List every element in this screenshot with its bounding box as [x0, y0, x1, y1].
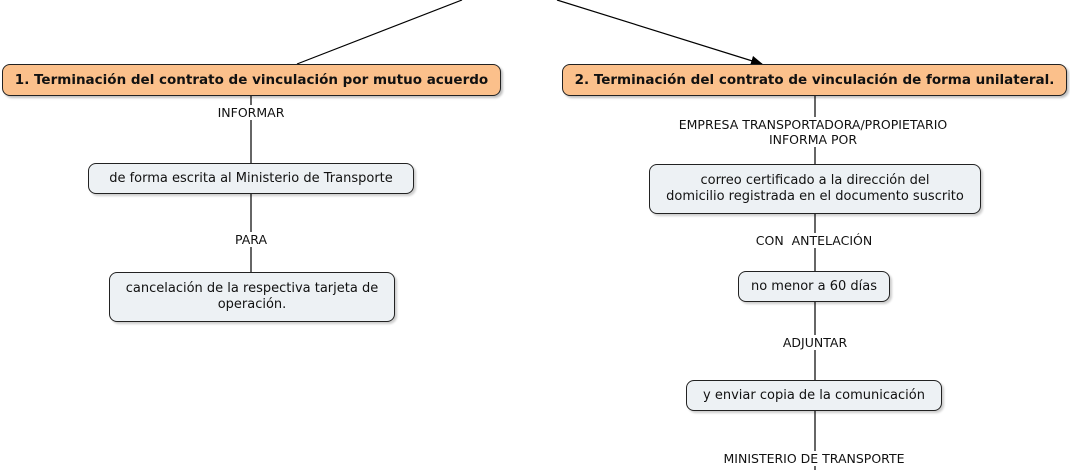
- left-link-informar: INFORMAR: [215, 105, 287, 120]
- right-node-60-days[interactable]: no menor a 60 días: [738, 271, 890, 302]
- left-branch-title[interactable]: 1. Terminación del contrato de vinculaci…: [2, 64, 501, 96]
- left-node-cancellation[interactable]: cancelación de la respectiva tarjeta de …: [109, 272, 395, 322]
- right-node-send-copy[interactable]: y enviar copia de la comunicación: [686, 380, 942, 411]
- left-link-para: PARA: [232, 232, 270, 247]
- right-link-ministerio: MINISTERIO DE TRANSPORTE: [721, 451, 907, 466]
- right-link-antelacion: CON ANTELACIÓN: [753, 233, 875, 248]
- line-root-to-left: [296, 0, 463, 65]
- left-node-written[interactable]: de forma escrita al Ministerio de Transp…: [88, 163, 414, 194]
- line-root-to-right: [556, 0, 763, 66]
- right-node-certified-mail[interactable]: correo certificado a la dirección del do…: [649, 164, 981, 214]
- right-link-adjuntar: ADJUNTAR: [780, 335, 850, 350]
- right-link-informa-por: EMPRESA TRANSPORTADORA/PROPIETARIO INFOR…: [676, 117, 950, 147]
- right-branch-title[interactable]: 2. Terminación del contrato de vinculaci…: [562, 64, 1067, 96]
